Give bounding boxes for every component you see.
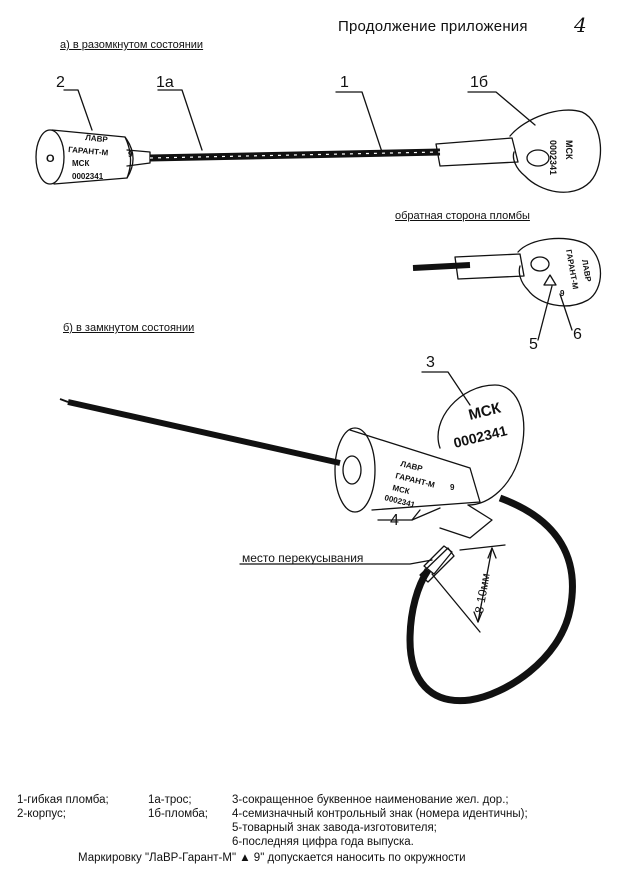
label-1b: 1б bbox=[470, 74, 489, 91]
closed-body-brand1: ЛАВР bbox=[400, 459, 425, 473]
dimension-line bbox=[431, 544, 506, 633]
closed-body-road: МСК bbox=[392, 483, 411, 496]
leader-3 bbox=[421, 371, 471, 406]
leader-1b bbox=[467, 91, 536, 126]
legend-item: 1б-пломба; bbox=[148, 808, 208, 820]
label-1a: 1а bbox=[156, 74, 174, 91]
legend-col2: 1а-трос; 1б-пломба; bbox=[148, 793, 208, 821]
label-5: 5 bbox=[529, 336, 538, 353]
legend-item: 1-гибкая пломба; bbox=[17, 794, 109, 806]
legend-item: 5-товарный знак завода-изготовителя; bbox=[232, 822, 437, 834]
legend-item: 6-последняя цифра года выпуска. bbox=[232, 836, 414, 848]
closed-rope-loop bbox=[406, 494, 576, 705]
open-plate-serial: 0002341 bbox=[548, 140, 558, 175]
open-plate-road: МСК bbox=[564, 140, 574, 160]
open-rope bbox=[149, 148, 441, 162]
leader-1a bbox=[157, 89, 203, 151]
open-plate bbox=[509, 109, 602, 193]
legend-col3: 3-сокращенное буквенное наименование жел… bbox=[232, 793, 528, 849]
body-hole-mark: О bbox=[46, 153, 55, 165]
page-title: Продолжение приложения bbox=[338, 18, 528, 35]
legend-item: 2-корпус; bbox=[17, 808, 66, 820]
open-body-road: МСК bbox=[72, 159, 89, 168]
cut-place-label: место перекусывания bbox=[242, 551, 364, 565]
label-1: 1 bbox=[340, 74, 349, 91]
open-body-brand1: ЛАВР bbox=[85, 133, 109, 144]
legend-item: 4-семизначный контрольный знак (номера и… bbox=[232, 808, 528, 820]
appendix-number: 4 bbox=[574, 13, 587, 37]
open-body-brand2: ГАРАНТ-М bbox=[68, 145, 109, 157]
section-reverse-caption: обратная сторона пломбы bbox=[395, 210, 530, 222]
section-open-caption: а) в разомкнутом состоянии bbox=[60, 39, 204, 51]
label-4: 4 bbox=[390, 512, 399, 529]
trademark-triangle-icon bbox=[543, 274, 557, 286]
closed-plate-road: МСК bbox=[467, 399, 503, 424]
reverse-plate bbox=[412, 237, 601, 307]
legend-item: 1а-трос; bbox=[148, 794, 192, 806]
leader-5 bbox=[537, 285, 553, 341]
open-body-year: 9 bbox=[128, 150, 133, 159]
leader-1 bbox=[335, 91, 383, 153]
closed-seal bbox=[334, 384, 525, 539]
closed-body-serial: 0002341 bbox=[384, 493, 417, 509]
section-closed-caption: б) в замкнутом состоянии bbox=[63, 322, 195, 334]
open-body-serial: 0002341 bbox=[72, 172, 104, 181]
leader-4 bbox=[377, 507, 441, 521]
open-seal-body bbox=[35, 129, 151, 185]
reverse-brand2: ГАРАНТ-М bbox=[564, 249, 580, 290]
leader-6 bbox=[559, 293, 573, 331]
label-2: 2 bbox=[56, 74, 65, 91]
closed-rope-tail bbox=[59, 398, 341, 466]
reverse-brand1: ЛАВР bbox=[580, 259, 593, 283]
label-3: 3 bbox=[426, 354, 435, 371]
closed-plate-serial: 0002341 bbox=[452, 422, 509, 451]
legend-footer: Маркировку "ЛаВР-Гарант-М" ▲ 9" допускае… bbox=[78, 852, 466, 864]
reverse-year: 9 bbox=[560, 289, 565, 298]
leader-2 bbox=[63, 89, 93, 131]
closed-body-year: 9 bbox=[450, 483, 455, 492]
legend-item: 3-сокращенное буквенное наименование жел… bbox=[232, 794, 509, 806]
legend-col1: 1-гибкая пломба; 2-корпус; bbox=[17, 793, 109, 821]
label-6: 6 bbox=[573, 326, 582, 343]
leader-cut bbox=[239, 559, 433, 565]
